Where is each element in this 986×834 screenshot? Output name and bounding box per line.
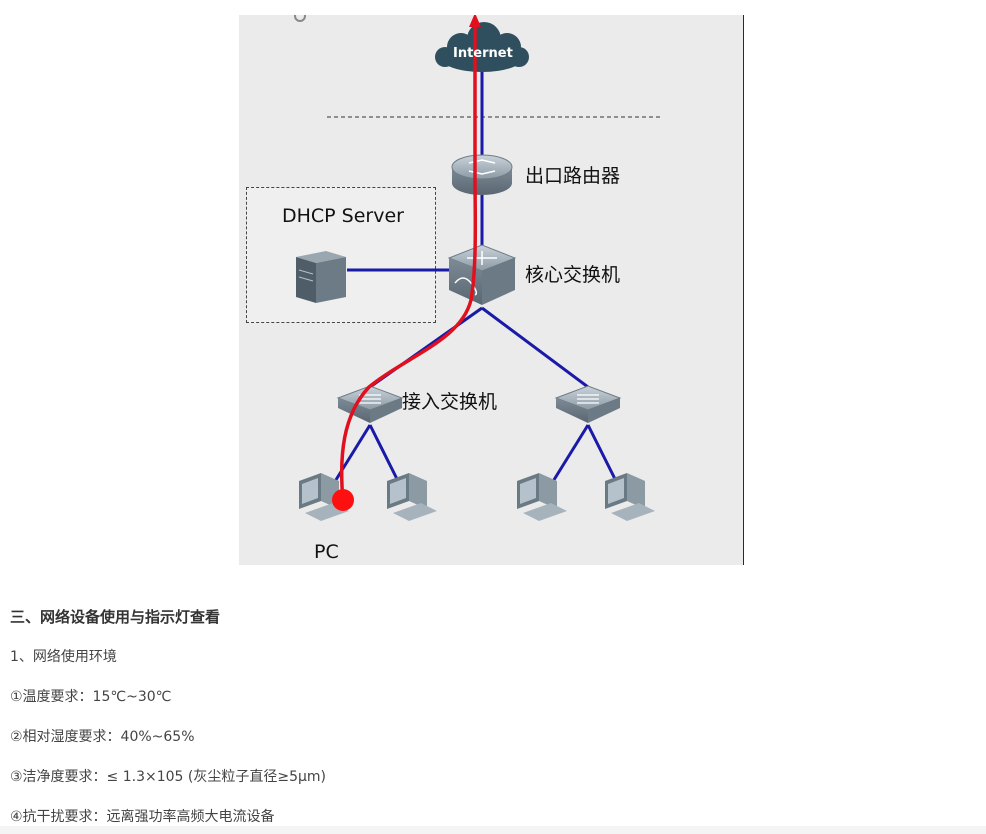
topology-graphics (294, 15, 661, 521)
internet-cloud-icon (435, 22, 529, 72)
dhcp-server-label: DHCP Server (282, 205, 404, 227)
pc-2-icon (387, 473, 437, 521)
requirement-temperature: ①温度要求：15℃~30℃ (10, 689, 172, 705)
access-switch-left-icon (336, 385, 404, 423)
core-switch-label: 核心交换机 (525, 264, 621, 286)
pc-4-icon (605, 473, 655, 521)
router-icon (451, 154, 513, 195)
access-switch-right-icon (554, 385, 622, 423)
footer-strip (0, 826, 986, 834)
server-icon (296, 251, 346, 303)
arrow-up-icon (469, 15, 481, 27)
traffic-path-line (339, 25, 478, 502)
requirement-humidity: ②相对湿度要求：40%~65% (10, 729, 195, 745)
pc-source-dot (332, 489, 354, 511)
router-label: 出口路由器 (525, 165, 621, 187)
core-switch-icon (447, 244, 517, 305)
dhcp-server-area (246, 187, 436, 323)
requirement-interference: ④抗干扰要求：远离强功率高频大电流设备 (10, 809, 275, 825)
pc-label: PC (314, 541, 339, 563)
marker-circle (294, 15, 306, 22)
requirement-cleanliness: ③洁净度要求：≤ 1.3×105 (灰尘粒子直径≥5μm) (10, 769, 327, 785)
access-switch-label: 接入交换机 (402, 391, 498, 413)
section-heading: 三、网络设备使用与指示灯查看 (10, 608, 221, 626)
subsection-heading: 1、网络使用环境 (10, 649, 117, 665)
internet-label: Internet (453, 46, 513, 61)
pc-3-icon (517, 473, 567, 521)
network-topology-diagram: Internet 出口路由器 DHCP Server 核心交换机 接入交换机 P… (239, 15, 744, 565)
